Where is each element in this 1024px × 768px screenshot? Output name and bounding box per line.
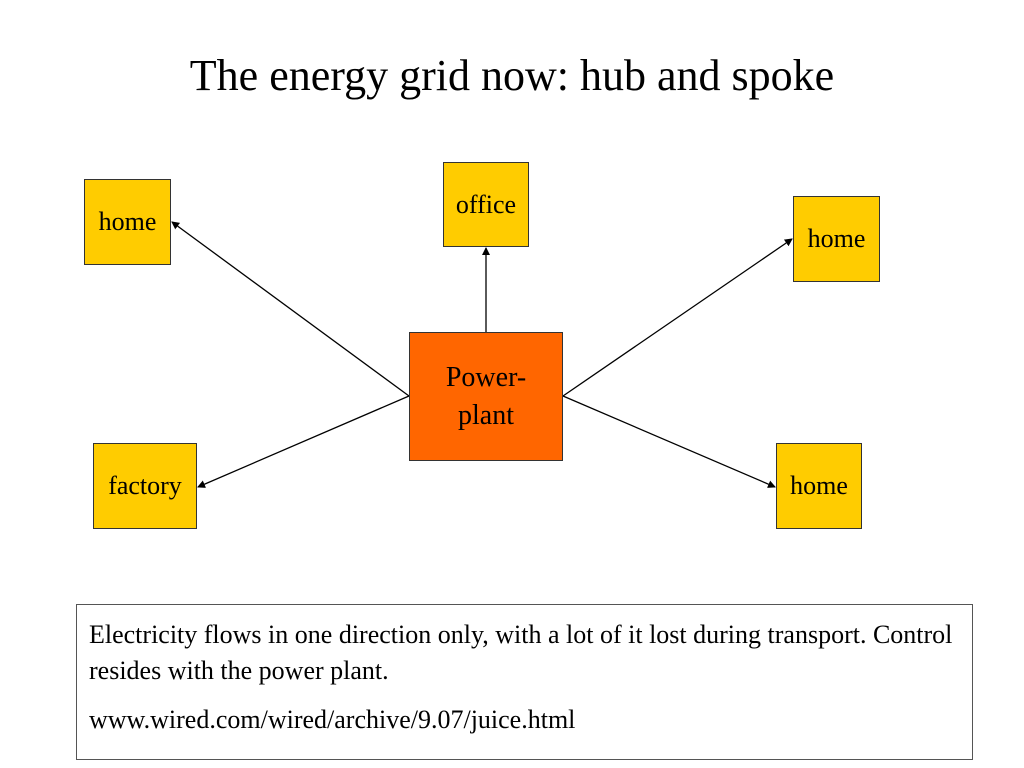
power-plant-label-line1: Power- <box>445 361 527 393</box>
edge-plant-to-home2 <box>562 238 793 397</box>
source-url: www.wired.com/wired/archive/9.07/juice.h… <box>89 705 576 734</box>
caption-text: Electricity flows in one direction only,… <box>89 620 953 685</box>
node-home-top-left: home <box>84 179 171 265</box>
edge-plant-to-factory <box>197 395 410 488</box>
node-label: factory <box>108 471 182 500</box>
node-label: office <box>455 190 517 219</box>
node-label: home <box>98 207 157 236</box>
node-factory: factory <box>93 443 197 529</box>
edge-plant-to-home1 <box>171 221 410 397</box>
node-label: home <box>790 471 848 500</box>
node-home-bottom-right: home <box>776 443 862 529</box>
node-home-top-right: home <box>793 196 880 282</box>
node-office: office <box>443 162 529 247</box>
power-plant-label-line2: plant <box>458 399 514 431</box>
caption-box: Electricity flows in one direction only,… <box>76 604 973 760</box>
edge-plant-to-home3 <box>562 395 776 488</box>
slide-title: The energy grid now: hub and spoke <box>189 51 835 100</box>
node-label: home <box>807 224 866 253</box>
node-power-plant: Power- plant <box>409 332 563 461</box>
